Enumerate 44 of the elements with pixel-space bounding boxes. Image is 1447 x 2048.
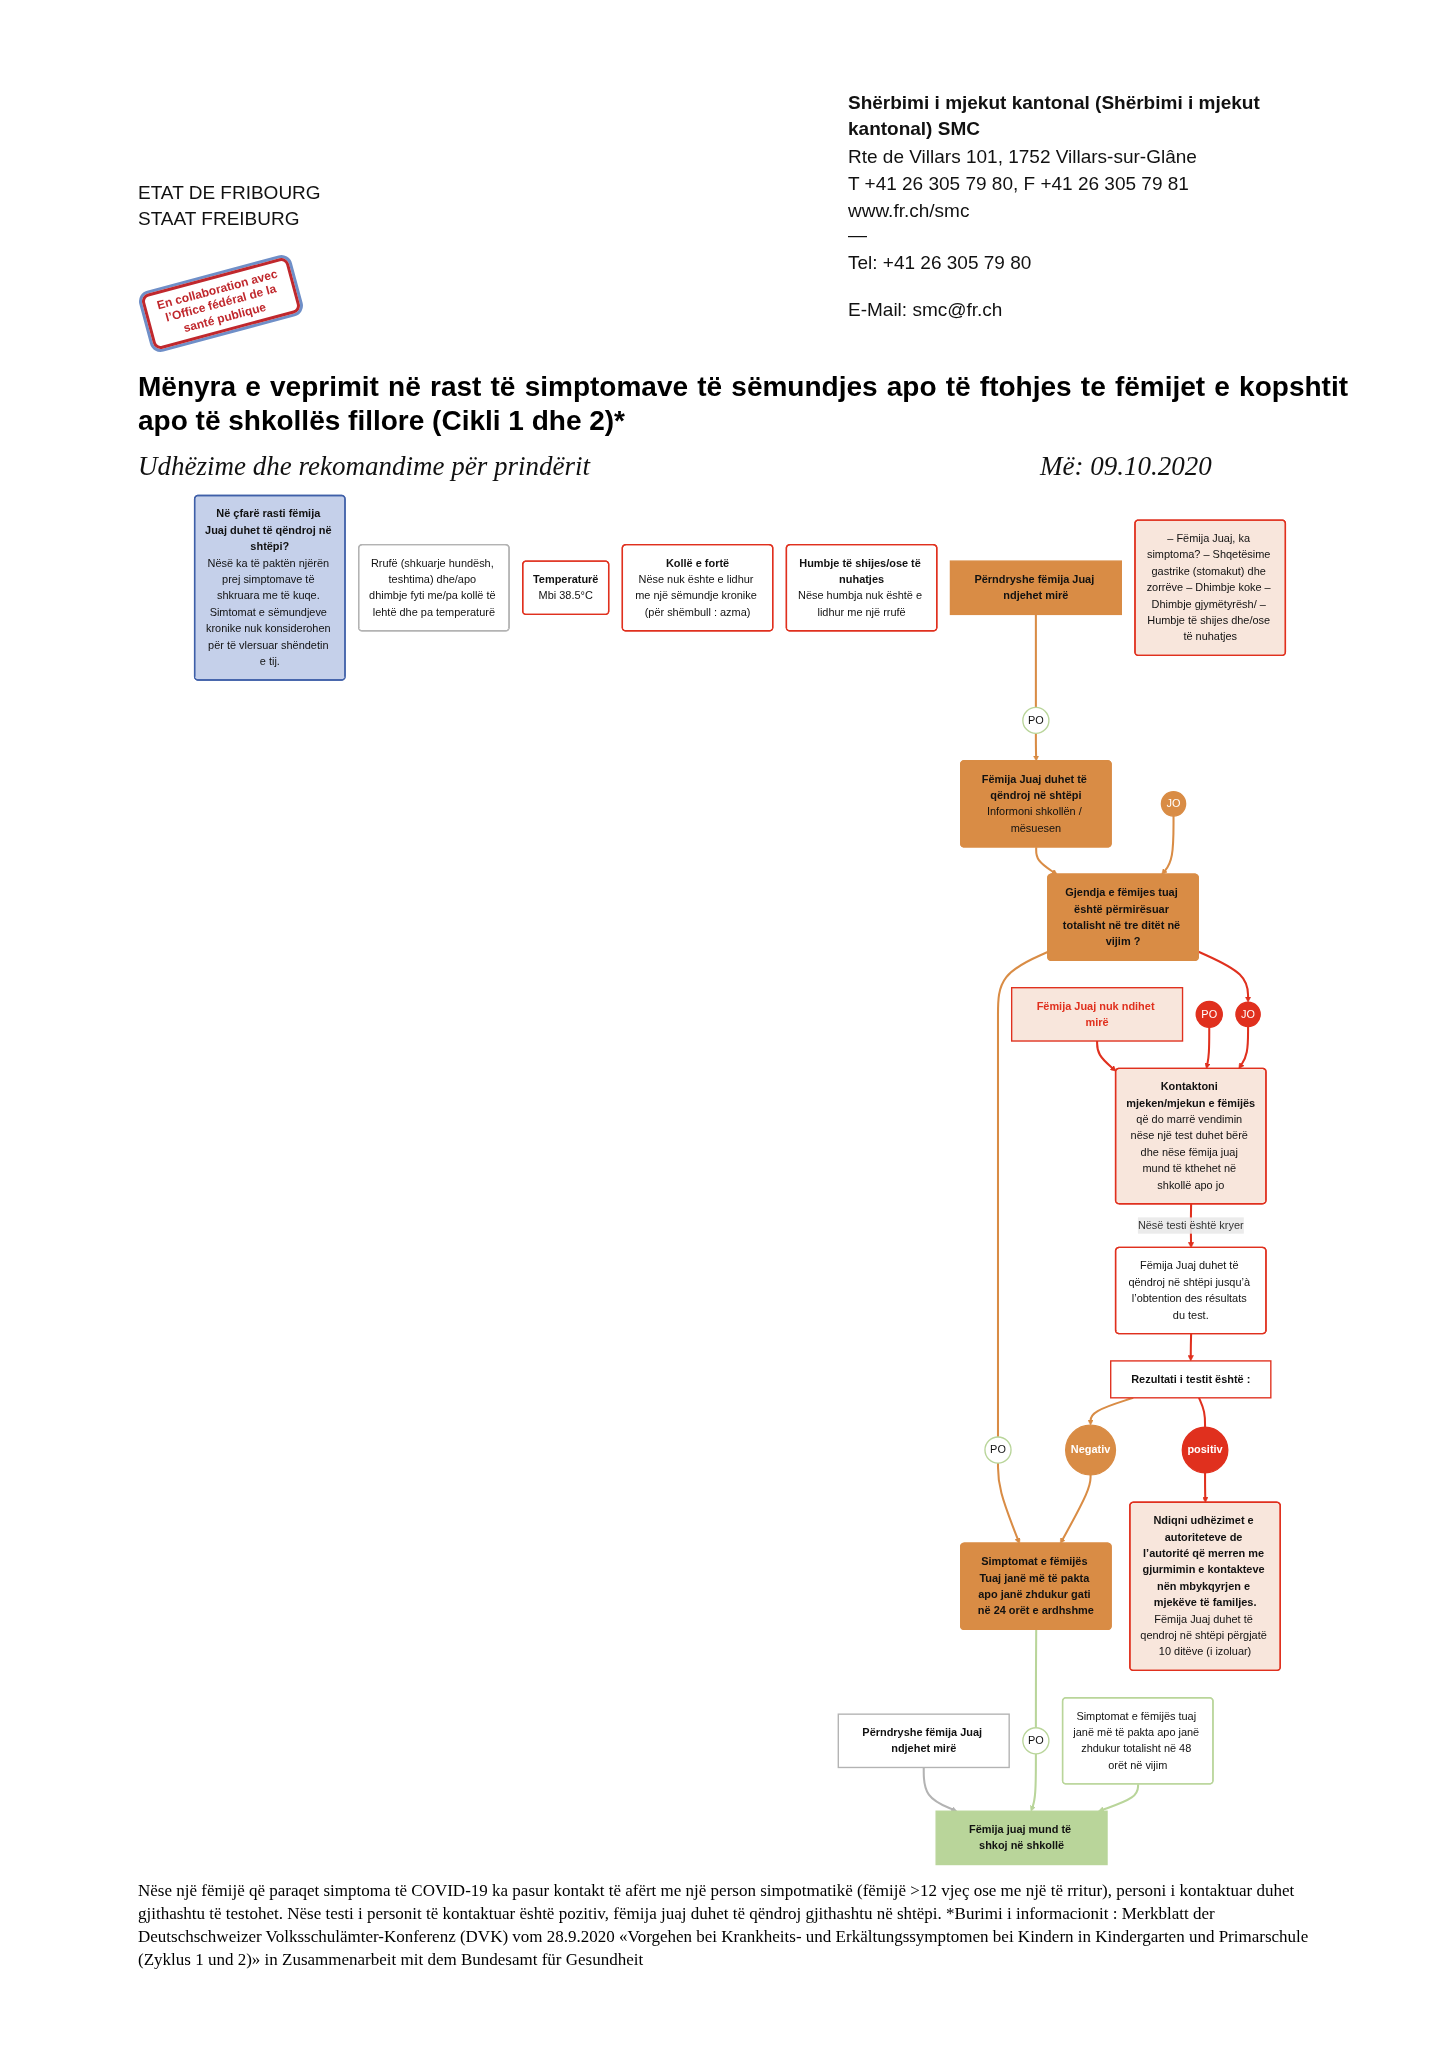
node-circle: PO — [1195, 1000, 1223, 1029]
arrow — [996, 1463, 1021, 1544]
node-box: Rezultati i testit është : — [1110, 1360, 1272, 1399]
address-text: Rte de Villars 101, 1752 Villars-sur-Glâne — [848, 145, 1197, 169]
arrow — [1030, 1753, 1037, 1812]
node-box: Fëmija Juaj nuk ndihet mirë — [1010, 987, 1184, 1042]
node-circle: PO — [984, 1436, 1012, 1464]
caption: Nëse një fëmijë që paraqet simptoma të COVID-19 ka pasur kontakt të afërt me një person simpotmatikë (fëmijë >12 vjeç ose me një të rritur), personi i kontaktuar duhet gjithashtu të testohet. Nëse testi i personit të kontaktuar është pozitiv, fëmija juaj duhet të qëndroj gjithashtu në shtëpi. *Burimi i informacionit : Merkblatt der Deutschschweizer Volksschulämter-Konferenz (DVK) vom 28.9.2020 «Vorgehen bei Krankheits- und Erkältungssymptomen bei Kindern in Kindergarten und Primarschule (Zyklus 1 und 2)» in Zusammenarbeit mit dem Bundesamt für Gesundheit — [138, 1880, 1310, 1971]
website-text: www.fr.ch/smc — [848, 199, 970, 223]
arrow — [1060, 1474, 1092, 1544]
node-box: Përndryshe fëmija Juaj ndjehet mirë — [837, 1713, 1010, 1769]
node-circle: positiv — [1181, 1426, 1229, 1474]
node-circle: PO — [1022, 706, 1050, 735]
arrow — [922, 1767, 958, 1812]
node-circle: JO — [1160, 791, 1187, 817]
office-name: Shërbimi i mjekut kantonal (Shërbimi i mjekut kantonal) SMC — [848, 91, 1261, 141]
arrow — [1161, 815, 1175, 875]
subtitle: Udhëzime dhe rekomandime për prindërit — [138, 450, 590, 483]
connector — [1034, 1629, 1038, 1728]
arrow — [1035, 847, 1058, 875]
arrow — [1033, 733, 1040, 762]
connector — [1034, 614, 1037, 708]
arrow — [1204, 1027, 1211, 1069]
arrow — [1198, 950, 1252, 1003]
node-circle: PO — [1022, 1727, 1050, 1755]
date-text: Më: 09.10.2020 — [1040, 450, 1212, 483]
arrow — [1202, 1472, 1209, 1503]
email-text: E-Mail: smc@fr.ch — [848, 298, 1003, 322]
arrow — [1087, 1396, 1134, 1426]
node-box: Fëmija juaj mund të shkoj në shkollë — [935, 1810, 1108, 1866]
phone-text: Tel: +41 26 305 79 80 — [848, 251, 1032, 275]
arrow — [1098, 1784, 1140, 1813]
agency-name: ETAT DE FRIBOURG STAAT FREIBURG — [138, 181, 322, 231]
edge-label: Nësë testi është kryer — [1137, 1219, 1244, 1232]
arrow — [1238, 1026, 1250, 1069]
separator-dash: — — [848, 223, 867, 247]
phone-fax-text: T +41 26 305 79 80, F +41 26 305 79 81 — [848, 172, 1189, 196]
arrow — [1187, 1333, 1194, 1362]
node-box: Përndryshe fëmija Juaj ndjehet mirë — [949, 560, 1122, 616]
node-circle: JO — [1235, 1001, 1261, 1028]
arrow — [1096, 1041, 1117, 1072]
node-circle: Negativ — [1065, 1424, 1117, 1476]
title: Mënyra e veprimit në rast të simptomave të sëmundjes apo të ftohjes te fëmijet e kopshtit apo të shkollës fillore (Cikli 1 dhe 2)* — [138, 370, 1348, 438]
connector — [1198, 1397, 1207, 1428]
